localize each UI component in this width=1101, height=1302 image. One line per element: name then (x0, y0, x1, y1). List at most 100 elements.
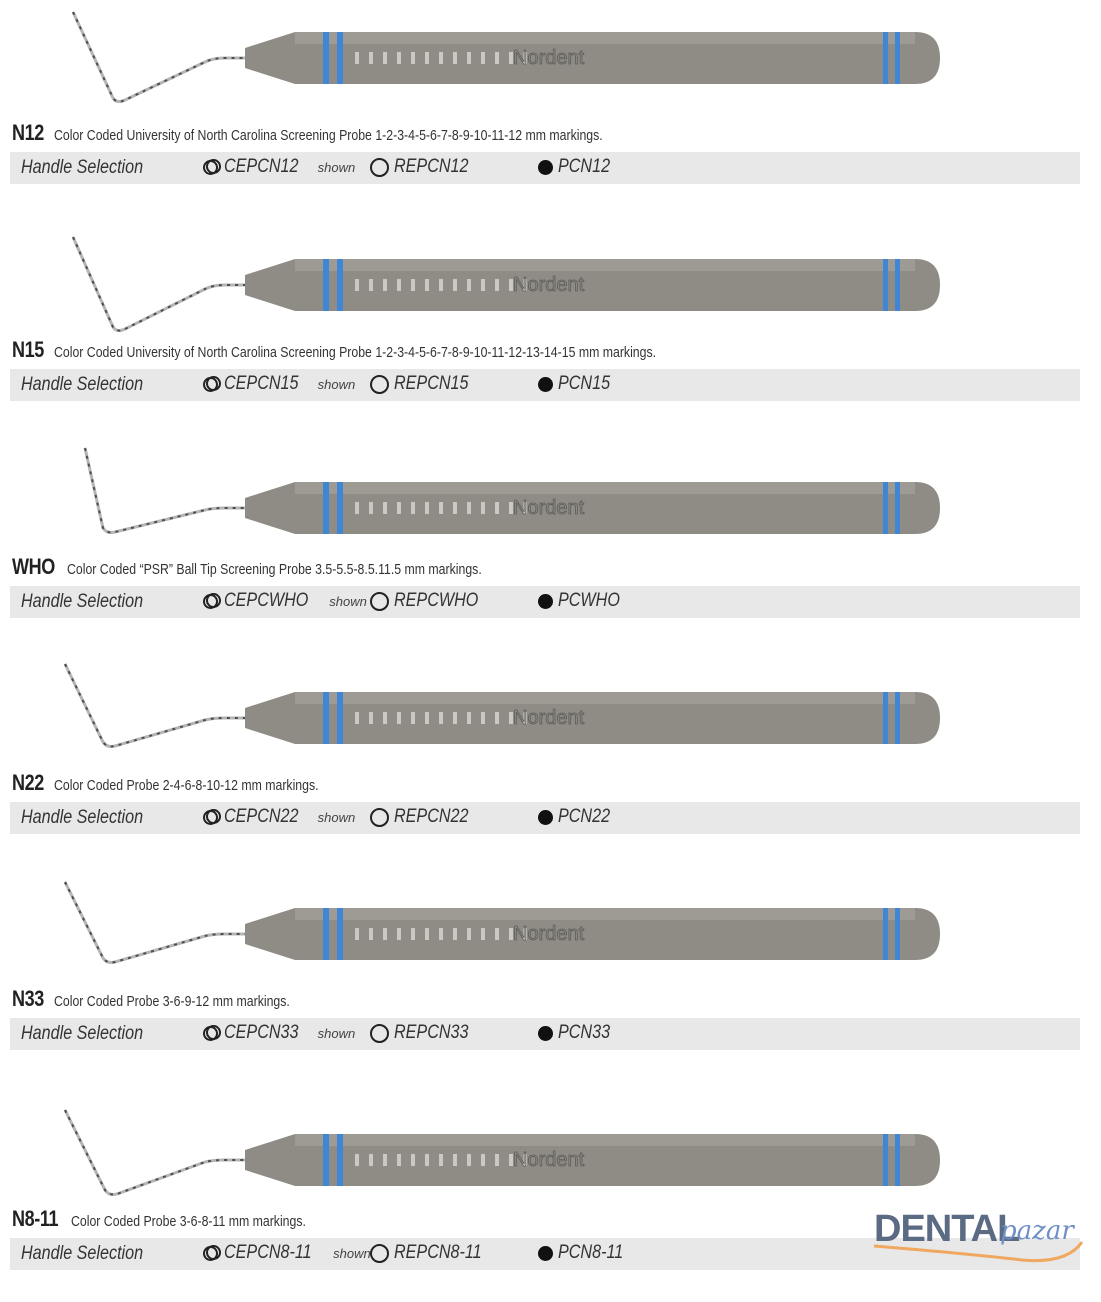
shown-label: shown (317, 809, 356, 825)
option-sku: PCN12 (558, 156, 611, 177)
option-sku: PCN15 (558, 373, 611, 394)
option-sku: REPCN12 (394, 156, 469, 177)
option-cep[interactable]: CEPCN15 shown (203, 373, 355, 395)
option-sku: CEPCN8-11 (224, 1242, 312, 1263)
option-p[interactable]: PCN8-11 (538, 1242, 635, 1264)
shown-label: shown (317, 1025, 356, 1041)
option-rep[interactable]: REPCN8-11 (370, 1242, 497, 1264)
svg-text:Nordent: Nordent (513, 274, 585, 296)
instrument-image: Nordent (55, 217, 955, 337)
option-sku: CEPCN12 (224, 156, 299, 177)
option-sku: PCN8-11 (558, 1242, 624, 1263)
solid-dot-icon (538, 376, 553, 392)
double-ring-icon (203, 809, 221, 825)
solid-dot-icon (538, 593, 553, 609)
ring-icon (370, 807, 389, 827)
probe-instrument-icon: Nordent (71, 11, 940, 104)
handle-selection-label: Handle Selection (21, 807, 144, 828)
product-code: N22 (12, 770, 44, 795)
double-ring-icon (203, 376, 221, 392)
ring-icon (370, 1023, 389, 1043)
option-sku: PCN22 (558, 806, 611, 827)
product-description: Color Coded University of North Carolina… (53, 127, 603, 144)
shown-label: shown (317, 159, 356, 175)
option-sku: REPCN33 (394, 1022, 469, 1043)
product-description: Color Coded “PSR” Ball Tip Screening Pro… (67, 561, 483, 578)
handle-selection-label: Handle Selection (21, 591, 144, 612)
option-rep[interactable]: REPCN33 (370, 1022, 482, 1044)
handle-selection-bar: Handle Selection CEPCN8-11 shown REPCN8-… (10, 1238, 1080, 1270)
shown-label: shown (329, 593, 367, 609)
instrument-image: Nordent (55, 1086, 955, 1206)
product-title: N22 Color Coded Probe 2-4-6-8-10-12 mm m… (12, 770, 377, 796)
dentalpazar-logo: DENTAL pazar (872, 1208, 1092, 1268)
product-description: Color Coded Probe 3-6-9-12 mm markings. (53, 993, 290, 1010)
option-sku: REPCWHO (394, 590, 479, 611)
solid-dot-icon (538, 1025, 553, 1041)
double-ring-icon (203, 159, 221, 175)
logo-pazar-text: pazar (1000, 1216, 1074, 1246)
option-cep[interactable]: CEPCWHO shown (203, 590, 367, 612)
ring-icon (370, 1243, 389, 1263)
option-sku: PCWHO (558, 590, 620, 611)
logo-swoosh-icon (873, 1241, 1084, 1263)
product-description: Color Coded Probe 3-6-8-11 mm markings. (71, 1213, 307, 1230)
handle-selection-label: Handle Selection (21, 1023, 144, 1044)
product-section-who: Nordent WHO Color Coded “PSR” Ball Tip S… (0, 434, 1101, 650)
double-ring-icon (203, 593, 221, 609)
option-cep[interactable]: CEPCN33 shown (203, 1022, 355, 1044)
option-p[interactable]: PCWHO (538, 590, 631, 612)
option-rep[interactable]: REPCWHO (370, 590, 493, 612)
handle-selection-bar: Handle Selection CEPCN15 shown REPCN15 P… (10, 369, 1080, 401)
option-p[interactable]: PCN22 (538, 806, 619, 828)
option-sku: CEPCN22 (224, 806, 299, 827)
product-section-n33: Nordent N33 Color Coded Probe 3-6-9-12 m… (0, 866, 1101, 1082)
option-sku: REPCN22 (394, 806, 469, 827)
handle-selection-bar: Handle Selection CEPCWHO shown REPCWHO P… (10, 586, 1080, 618)
probe-instrument-icon: Nordent (83, 447, 940, 534)
double-ring-icon (203, 1245, 221, 1261)
logo-dental-text: DENTAL (874, 1208, 1020, 1250)
option-cep[interactable]: CEPCN22 shown (203, 806, 355, 828)
svg-text:Nordent: Nordent (513, 923, 585, 945)
solid-dot-icon (538, 159, 553, 175)
ring-icon (370, 157, 389, 177)
instrument-image: Nordent (55, 866, 955, 986)
product-title: N33 Color Coded Probe 3-6-9-12 mm markin… (12, 986, 341, 1012)
product-title: WHO Color Coded “PSR” Ball Tip Screening… (12, 554, 573, 580)
option-p[interactable]: PCN12 (538, 156, 619, 178)
product-title: N12 Color Coded University of North Caro… (12, 120, 723, 146)
product-description: Color Coded Probe 2-4-6-8-10-12 mm marki… (53, 777, 319, 794)
option-sku: REPCN15 (394, 373, 469, 394)
probe-instrument-icon: Nordent (63, 1109, 940, 1196)
option-p[interactable]: PCN15 (538, 373, 619, 395)
product-section-n8-11: Nordent N8-11 Color Coded Probe 3-6-8-11… (0, 1086, 1101, 1302)
option-rep[interactable]: REPCN12 (370, 156, 482, 178)
probe-instrument-icon: Nordent (63, 881, 940, 964)
handle-selection-bar: Handle Selection CEPCN12 shown REPCN12 P… (10, 152, 1080, 184)
product-section-n12: Nordent N12 Color Coded University of No… (0, 0, 1101, 216)
svg-text:Nordent: Nordent (513, 707, 585, 729)
ring-icon (370, 591, 389, 611)
handle-selection-label: Handle Selection (21, 157, 144, 178)
option-sku: CEPCWHO (224, 590, 309, 611)
option-rep[interactable]: REPCN15 (370, 373, 482, 395)
option-sku: CEPCN33 (224, 1022, 299, 1043)
instrument-image: Nordent (55, 650, 955, 770)
product-description: Color Coded University of North Carolina… (53, 344, 656, 361)
option-rep[interactable]: REPCN22 (370, 806, 482, 828)
handle-selection-label: Handle Selection (21, 1243, 144, 1264)
handle-selection-bar: Handle Selection CEPCN22 shown REPCN22 P… (10, 802, 1080, 834)
option-p[interactable]: PCN33 (538, 1022, 619, 1044)
option-cep[interactable]: CEPCN8-11 shown (203, 1242, 371, 1264)
svg-text:Nordent: Nordent (513, 497, 585, 519)
solid-dot-icon (538, 1245, 553, 1261)
option-sku: REPCN8-11 (394, 1242, 482, 1263)
ring-icon (370, 374, 389, 394)
option-cep[interactable]: CEPCN12 shown (203, 156, 355, 178)
double-ring-icon (203, 1025, 221, 1041)
svg-text:Nordent: Nordent (513, 47, 585, 69)
handle-selection-label: Handle Selection (21, 374, 144, 395)
shown-label: shown (333, 1245, 371, 1261)
product-code: WHO (12, 554, 55, 579)
